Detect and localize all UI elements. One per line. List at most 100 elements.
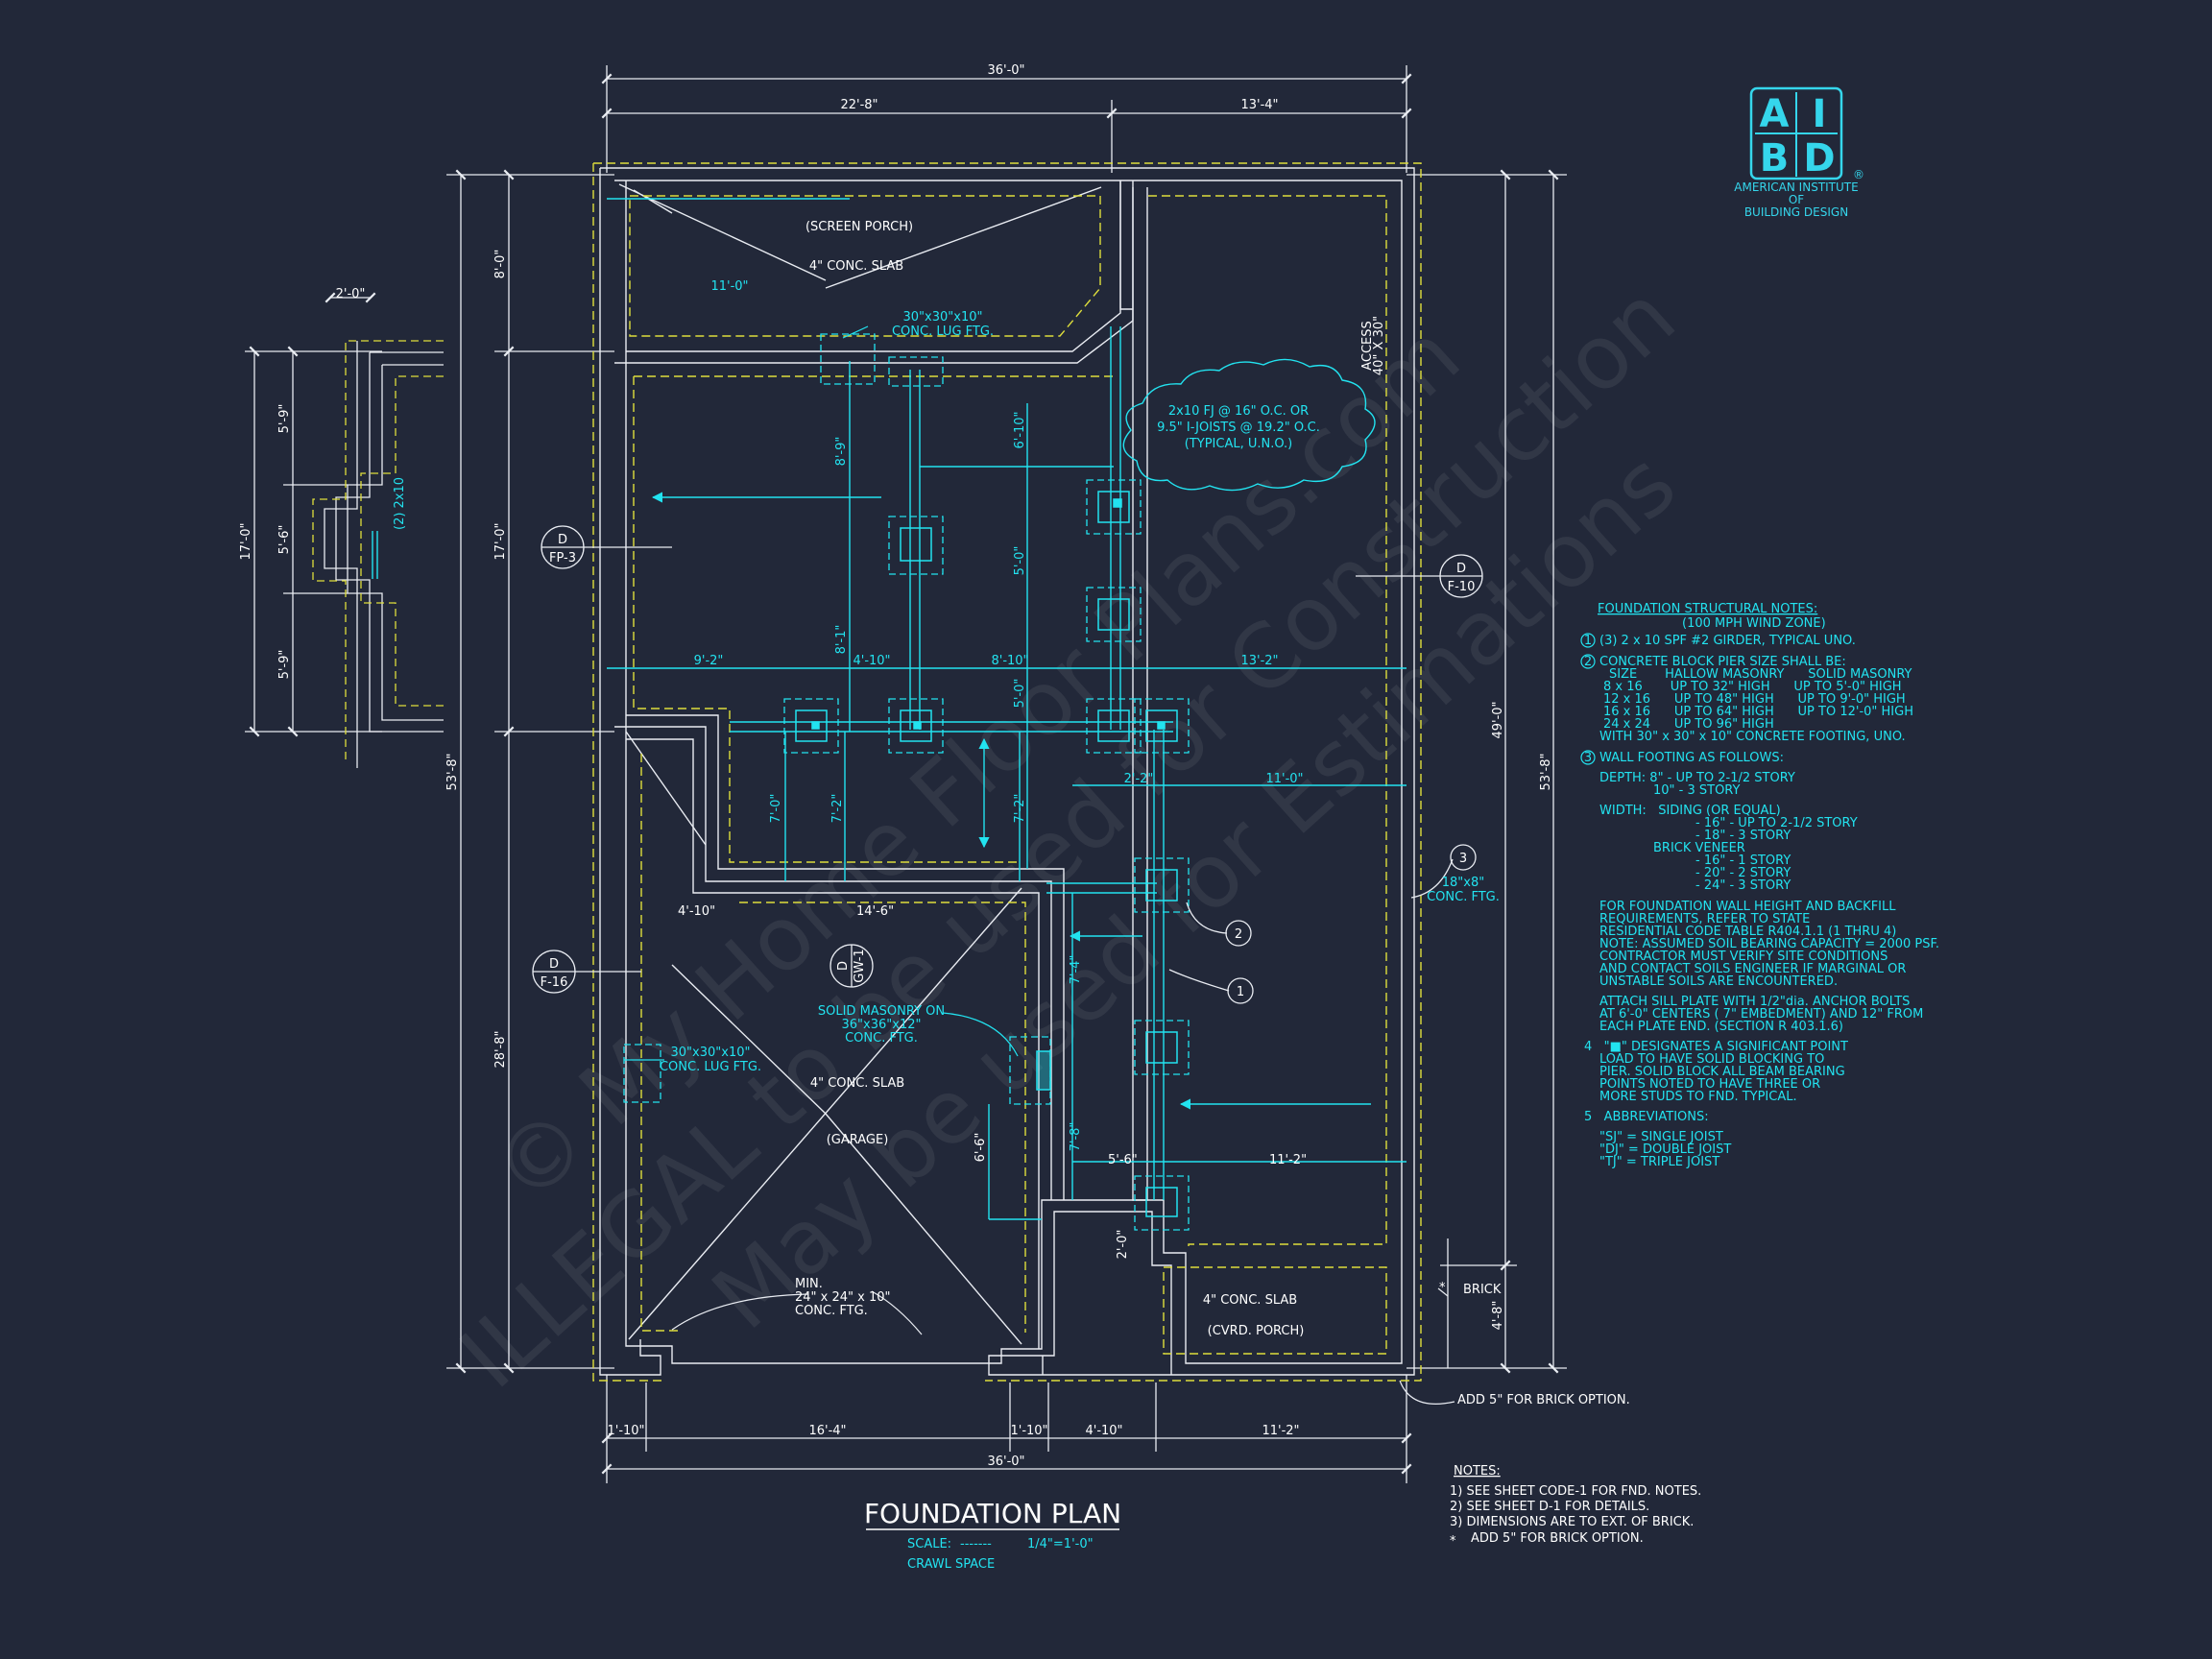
- struct-l17: - 20" - 2 STORY: [1695, 866, 1791, 880]
- dim-girder-4: 13'-2": [1240, 654, 1278, 668]
- detail-note: (2) 2x10: [393, 477, 407, 530]
- logo-letter-d: D: [1803, 136, 1835, 180]
- cyan-leaders: [624, 325, 1019, 1061]
- dim-bottom-1: 1'-10": [607, 1424, 644, 1438]
- struct-c2: 2: [1584, 655, 1592, 669]
- dim-v-7-8: 7'-8": [1069, 1122, 1083, 1152]
- label-min-1: MIN.: [795, 1277, 823, 1291]
- label-solid-3: CONC. FTG.: [845, 1031, 918, 1046]
- dim-11-2: 11'-2": [1269, 1153, 1307, 1167]
- struct-l13: - 16" - UP TO 2-1/2 STORY: [1695, 816, 1858, 830]
- logo-letter-b: B: [1760, 136, 1790, 180]
- dim-4-10: 4'-10": [678, 904, 715, 919]
- struct-l12: WIDTH: SIDING (OR EQUAL): [1599, 804, 1781, 818]
- label-lug-2a: 30"x30"x10": [671, 1046, 751, 1060]
- struct-subtitle: (100 MPH WIND ZONE): [1682, 616, 1826, 631]
- struct-l19: FOR FOUNDATION WALL HEIGHT AND BACKFILL: [1599, 900, 1896, 914]
- detail-dim-a: 5'-9": [277, 404, 292, 434]
- cloud-line-1: 2x10 FJ @ 16" O.C. OR: [1168, 404, 1309, 419]
- dim-bottom-2: 16'-4": [808, 1424, 846, 1438]
- dim-v-7-0: 7'-0": [769, 794, 783, 824]
- struct-l28: EACH PLATE END. (SECTION R 403.1.6): [1599, 1020, 1843, 1034]
- dim-11-0: 11'-0": [1265, 772, 1303, 786]
- struct-l09: WALL FOOTING AS FOLLOWS:: [1599, 751, 1784, 765]
- notes-title: NOTES:: [1454, 1464, 1501, 1479]
- label-slab-garage: 4" CONC. SLAB: [810, 1076, 904, 1091]
- dim-bottom-total: 36'-0": [987, 1455, 1024, 1469]
- tag-text: D FP-3 D F-10 D F-16 D GW-1 1 2 3: [541, 533, 1476, 999]
- logo-letter-a: A: [1760, 92, 1790, 136]
- struct-l10: DEPTH: 8" - UP TO 2-1/2 STORY: [1599, 771, 1795, 785]
- wall-detail-girder: [372, 531, 378, 579]
- dim-v-5-0b: 5'-0": [1013, 679, 1027, 709]
- logo-letter-i: I: [1813, 92, 1827, 136]
- watermark-line-2: ILLEGAL to be used for Construction: [442, 265, 1695, 1408]
- joist-note-cloud: [1122, 358, 1376, 492]
- label-slab-cvrd: 4" CONC. SLAB: [1203, 1293, 1297, 1308]
- detail-dim-top: 2'-0": [336, 287, 366, 301]
- footing-lines: [592, 162, 1422, 1382]
- struct-c1: 1: [1584, 634, 1592, 648]
- label-cvrd-porch: (CVRD. PORCH): [1208, 1324, 1305, 1338]
- brick-asterisk: *: [1439, 1281, 1446, 1295]
- notes-block: NOTES: 1) SEE SHEET CODE-1 FOR FND. NOTE…: [1450, 1464, 1701, 1549]
- struct-l15: BRICK VENEER: [1653, 841, 1745, 855]
- overall-dimensions: [446, 65, 1567, 1483]
- label-garage: (GARAGE): [827, 1133, 889, 1147]
- struct-l16: - 16" - 1 STORY: [1695, 854, 1791, 868]
- tag-3: 3: [1459, 852, 1467, 866]
- dim-top-right: 13'-4": [1240, 98, 1278, 112]
- note-4: ADD 5" FOR BRICK OPTION.: [1471, 1531, 1644, 1546]
- struct-l03: SIZE HALLOW MASONRY SOLID MASONRY: [1609, 667, 1912, 682]
- tag-1: 1: [1237, 985, 1244, 999]
- watermark: © My Home Floor Plans.com ILLEGAL to be …: [442, 265, 1695, 1408]
- label-lug-2b: CONC. LUG FTG.: [660, 1060, 761, 1074]
- struct-l31: PIER. SOLID BLOCK ALL BEAM BEARING: [1599, 1065, 1845, 1079]
- struct-l35: "SJ" = SINGLE JOIST: [1599, 1130, 1723, 1144]
- struct-l29: 4 "■" DESIGNATES A SIGNIFICANT POINT: [1584, 1040, 1848, 1054]
- logo-registered: ®: [1853, 168, 1864, 181]
- struct-l01: (3) 2 x 10 SPF #2 GIRDER, TYPICAL UNO.: [1599, 634, 1856, 648]
- note-3: 3) DIMENSIONS ARE TO EXT. OF BRICK.: [1450, 1515, 1694, 1529]
- tag-fp3-top: D: [558, 533, 567, 547]
- dim-girder-2: 4'-10": [853, 654, 890, 668]
- dim-v-6-10: 6'-10": [1013, 411, 1027, 448]
- dim-2-2: 2'-2": [1124, 772, 1154, 786]
- struct-l36: "DJ" = DOUBLE JOIST: [1599, 1142, 1731, 1157]
- struct-l34: 5 ABBREVIATIONS:: [1584, 1110, 1709, 1124]
- dim-right-small: 4'-8": [1491, 1301, 1505, 1331]
- note-4-mark: *: [1450, 1534, 1456, 1549]
- dim-v-8-9: 8'-9": [834, 437, 849, 467]
- note-1: 1) SEE SHEET CODE-1 FOR FND. NOTES.: [1450, 1484, 1701, 1499]
- dim-v-7-4: 7'-4": [1069, 955, 1083, 985]
- dim-top-total: 36'-0": [987, 63, 1024, 78]
- section-tags: [532, 525, 1483, 1004]
- struct-l32: POINTS NOTED TO HAVE THREE OR: [1599, 1077, 1820, 1092]
- label-lug-1a: 30"x30"x10": [903, 310, 983, 325]
- cloud-line-3: (TYPICAL, U.N.O.): [1185, 437, 1293, 451]
- dim-left-bottom: 28'-8": [493, 1030, 508, 1068]
- tag-f10-bot: F-10: [1448, 580, 1476, 594]
- struct-l11: 10" - 3 STORY: [1653, 783, 1741, 798]
- dim-bottom-5: 11'-2": [1262, 1424, 1299, 1438]
- label-ftg-2: CONC. FTG.: [1427, 890, 1500, 904]
- plan-title: FOUNDATION PLAN: [864, 1498, 1121, 1529]
- label-min-2: 24" x 24" x 10": [795, 1290, 890, 1305]
- dim-6-6: 6'-6": [974, 1133, 988, 1163]
- struct-l04: 8 x 16 UP TO 32" HIGH UP TO 5'-0" HIGH: [1603, 680, 1902, 694]
- pier-footings: [623, 333, 1190, 1231]
- struct-l24: AND CONTACT SOILS ENGINEER IF MARGINAL O…: [1599, 962, 1906, 976]
- detail-dim-b: 5'-6": [277, 525, 292, 555]
- struct-l14: - 18" - 3 STORY: [1695, 829, 1791, 843]
- dim-girder-3: 8'-10": [991, 654, 1028, 668]
- dimension-text: 36'-0" 22'-8" 13'-4" 1'-10" 16'-4" 1'-10…: [239, 63, 1553, 1469]
- logo-line-3: BUILDING DESIGN: [1744, 205, 1848, 219]
- dim-top-left: 22'-8": [840, 98, 878, 112]
- dim-v-7-2a: 7'-2": [830, 794, 845, 824]
- tag-f16-top: D: [549, 957, 559, 972]
- label-lug-1b: CONC. LUG FTG.: [892, 325, 994, 339]
- struct-l05: 12 x 16 UP TO 48" HIGH UP TO 9'-0" HIGH: [1603, 692, 1906, 707]
- tag-gw1-bot: GW-1: [853, 949, 867, 982]
- dim-v-8-1: 8'-1": [834, 625, 849, 655]
- scale-value: 1/4"=1'-0": [1027, 1537, 1094, 1551]
